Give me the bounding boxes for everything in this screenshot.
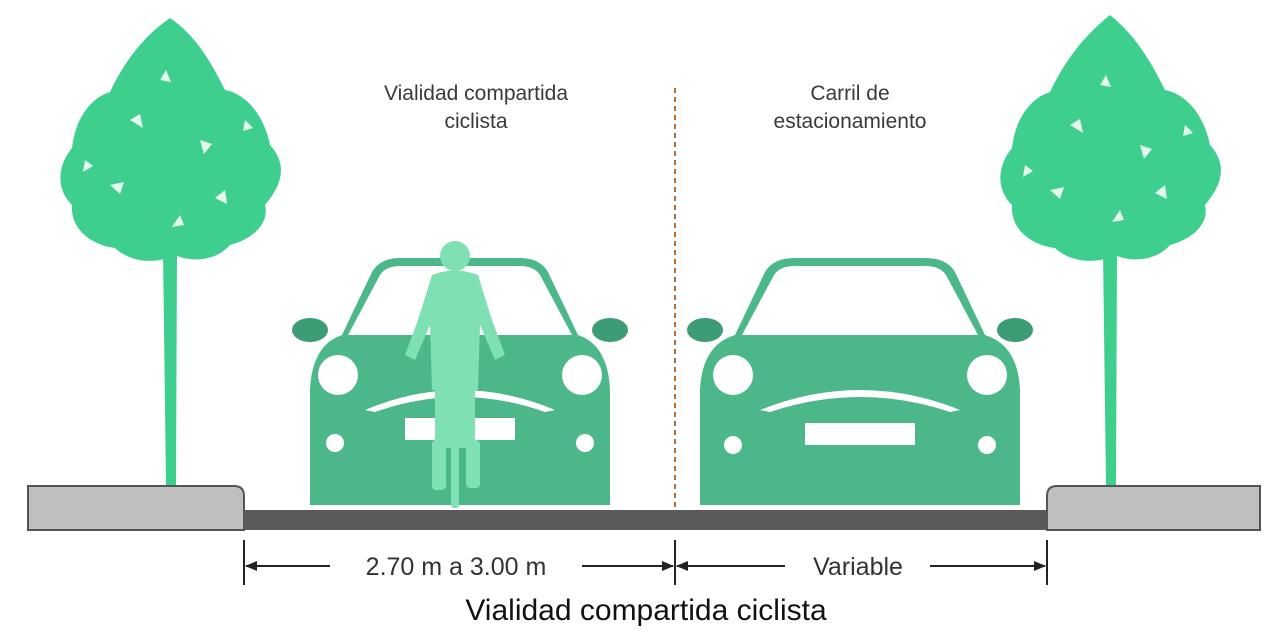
dimension-lines: [243, 540, 1048, 585]
dimension-left-label: 2.70 m a 3.00 m: [366, 553, 547, 581]
tree-left-icon: [60, 18, 281, 485]
cyclist-icon: [405, 241, 505, 508]
road: [244, 510, 1047, 530]
tree-right-icon: [1000, 15, 1221, 485]
sidewalk-left: [27, 485, 245, 531]
right-lane-label-line1: Carril de: [810, 82, 889, 105]
right-lane-label-line2: estacionamiento: [774, 110, 927, 133]
left-lane-label-line2: ciclista: [444, 110, 507, 133]
sidewalk-right: [1046, 485, 1261, 531]
diagram-caption: Vialidad compartida ciclista: [465, 594, 827, 627]
car-right-icon: [687, 258, 1033, 505]
left-lane-label-line1: Vialidad compartida: [384, 82, 568, 105]
dimension-right-label: Variable: [813, 553, 903, 581]
